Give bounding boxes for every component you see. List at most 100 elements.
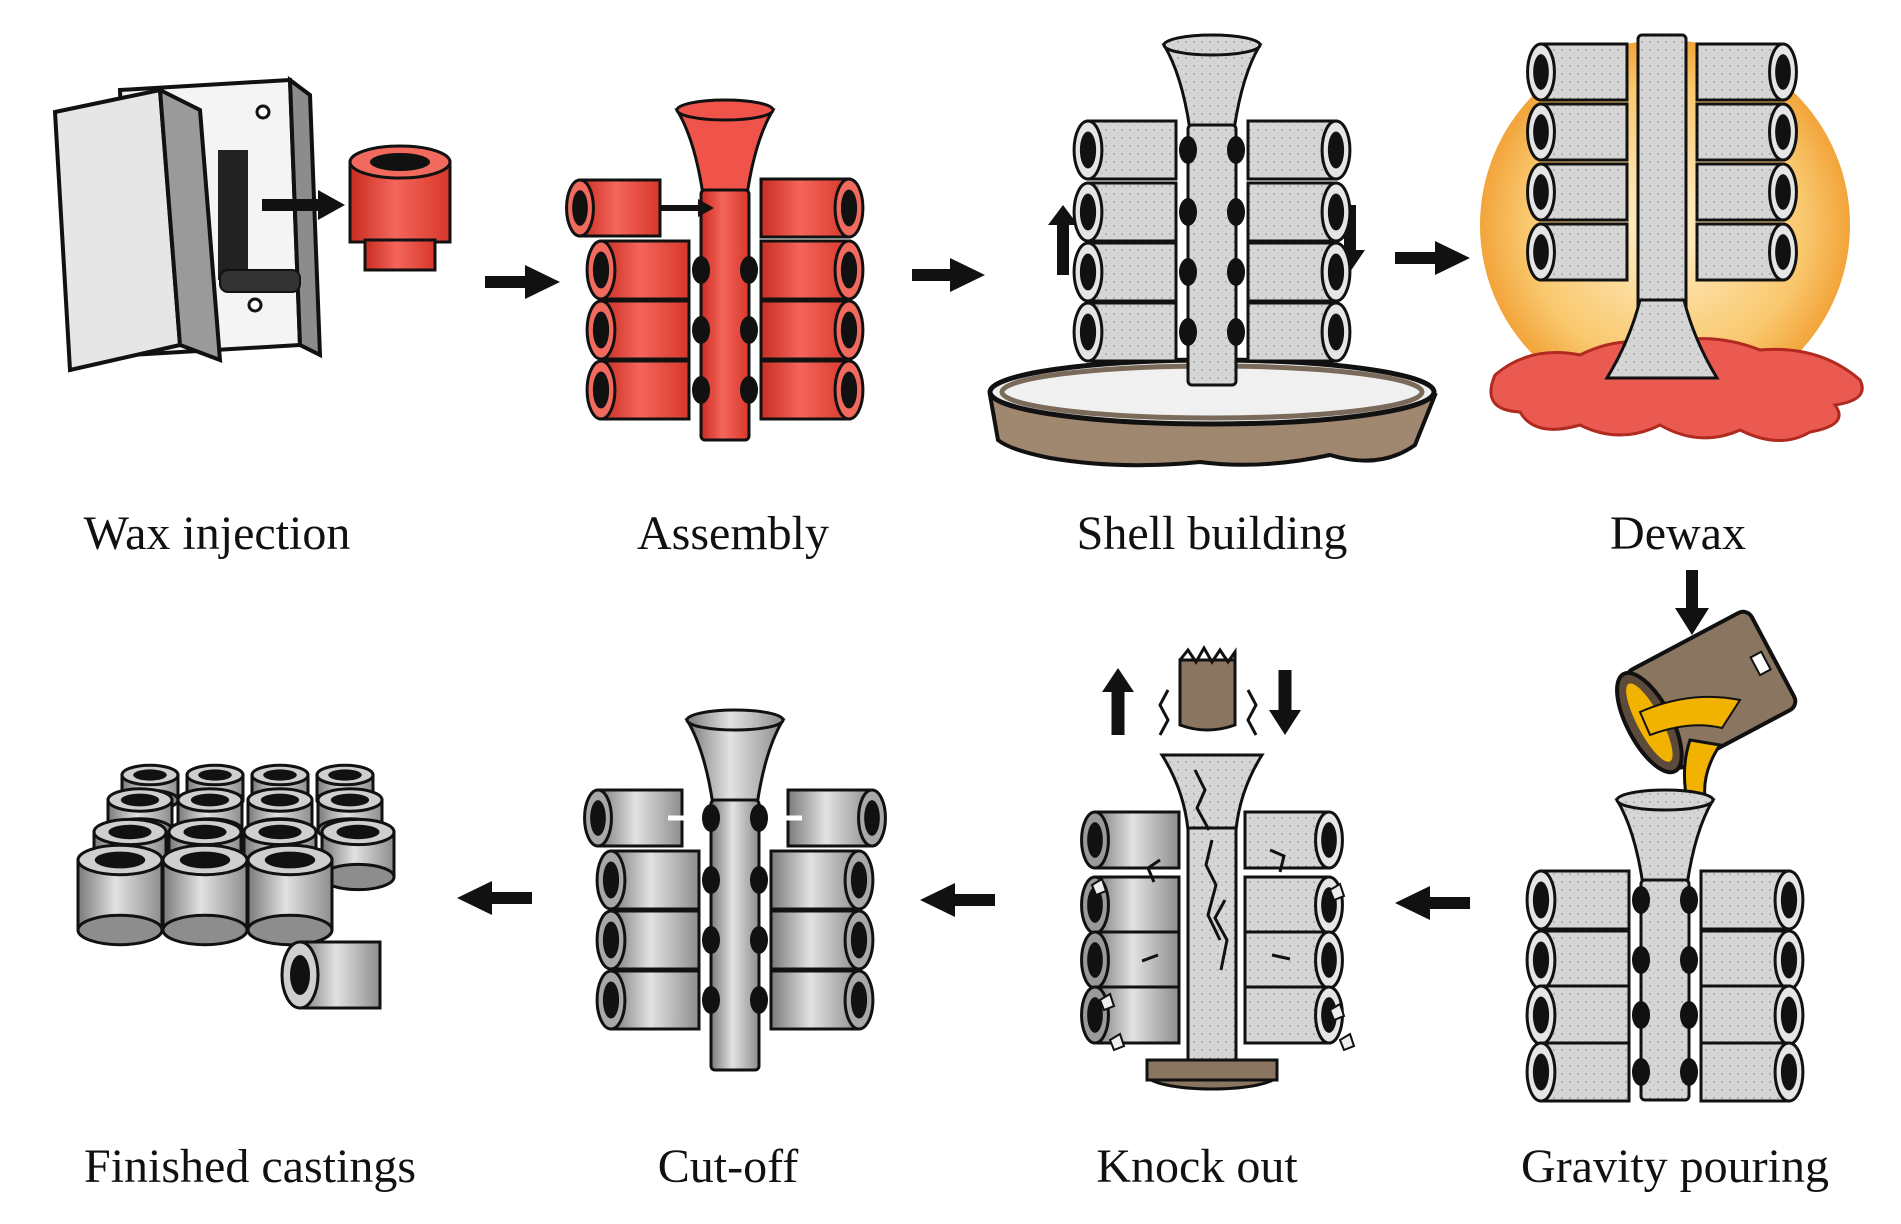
sprue xyxy=(1639,878,1691,1102)
pattern-left xyxy=(1525,1041,1631,1103)
step-label-dewax: Dewax xyxy=(1610,507,1746,560)
crack xyxy=(1269,848,1286,873)
pattern-left xyxy=(1072,301,1178,363)
pouring-cup xyxy=(674,108,776,197)
shell-left xyxy=(1526,42,1629,102)
pouring-cup xyxy=(1614,798,1716,887)
shell-right xyxy=(1243,930,1344,990)
pattern-being-attached xyxy=(565,178,662,238)
pouring-cup-rim xyxy=(675,98,775,122)
pattern-right xyxy=(769,969,875,1031)
shell-fragment xyxy=(1108,1032,1126,1052)
shell-fragment xyxy=(1090,877,1108,897)
pattern-left xyxy=(585,299,691,361)
crack xyxy=(1271,953,1291,961)
wax-injection-illustration xyxy=(52,75,452,373)
pattern-right xyxy=(1699,929,1805,991)
shell-right xyxy=(1695,42,1798,102)
crack xyxy=(1141,953,1159,963)
wax-pattern xyxy=(348,144,452,272)
attach-arrow-head xyxy=(698,199,714,217)
pattern-right xyxy=(759,239,865,301)
crack xyxy=(1146,858,1161,883)
step-label-cut-off: Cut-off xyxy=(657,1140,799,1193)
shell-left xyxy=(1526,102,1629,162)
flow-arrow xyxy=(920,883,995,917)
shell-right xyxy=(1243,875,1344,935)
crack xyxy=(1193,769,1211,831)
casting-left xyxy=(1080,985,1181,1045)
cut-off-illustration xyxy=(583,708,887,1072)
pattern-left xyxy=(1525,929,1631,991)
shell-fragment xyxy=(1328,882,1346,902)
pattern-right xyxy=(769,849,875,911)
step-label-assembly: Assembly xyxy=(637,507,829,560)
casting xyxy=(246,843,334,947)
pattern-right xyxy=(759,299,865,361)
pattern-right xyxy=(1246,301,1352,363)
step-label-shell-building: Shell building xyxy=(1076,507,1348,560)
dewax-illustration xyxy=(1480,33,1864,442)
pattern-left xyxy=(595,909,701,971)
step-label-finished-castings: Finished castings xyxy=(84,1140,416,1193)
pouring-cup-rim xyxy=(1162,33,1262,57)
pattern-left xyxy=(595,969,701,1031)
sprue xyxy=(1186,123,1238,387)
shell-right xyxy=(1243,810,1344,870)
casting xyxy=(320,817,396,892)
casting xyxy=(76,843,164,947)
shell-building-illustration xyxy=(987,33,1438,468)
pattern-right xyxy=(1699,984,1805,1046)
pattern-right xyxy=(759,177,865,239)
shell-right xyxy=(1695,162,1798,222)
pattern-left xyxy=(1072,181,1178,243)
pattern-left xyxy=(1072,241,1178,303)
shell-fragment xyxy=(1098,992,1116,1012)
sprue xyxy=(699,188,751,442)
shell-fragment xyxy=(1338,1032,1356,1052)
pattern-left xyxy=(1525,984,1631,1046)
pattern-left xyxy=(1072,119,1178,181)
pattern-left xyxy=(595,849,701,911)
flow-arrow xyxy=(457,881,532,915)
casting-cut-right xyxy=(786,788,887,848)
pattern-right xyxy=(769,909,875,971)
assembly-illustration xyxy=(565,98,865,442)
pattern-right xyxy=(759,359,865,421)
casting-left xyxy=(1080,930,1181,990)
casting-cut-left xyxy=(583,788,684,848)
flow-arrow xyxy=(485,265,560,299)
crack xyxy=(1204,839,1222,941)
flow-arrow xyxy=(1395,241,1470,275)
crack xyxy=(1213,899,1229,971)
casting-left xyxy=(1080,810,1181,870)
pattern-left xyxy=(1525,869,1631,931)
shell-fragment xyxy=(1328,1002,1346,1022)
pouring-cup xyxy=(684,718,786,807)
shell-left xyxy=(1526,162,1629,222)
pattern-right xyxy=(1699,1041,1805,1103)
step-label-knock-out: Knock out xyxy=(1096,1140,1298,1193)
pouring-cup-rim xyxy=(1615,788,1715,812)
shell-right xyxy=(1695,222,1798,282)
step-label-wax-injection: Wax injection xyxy=(83,507,351,560)
flow-arrow xyxy=(1395,886,1470,920)
pattern-right xyxy=(1699,869,1805,931)
gravity-pouring-illustration xyxy=(1525,570,1805,1103)
pouring-cup xyxy=(1604,298,1720,380)
pattern-left xyxy=(585,239,691,301)
pattern-right xyxy=(1246,241,1352,303)
flow-arrow xyxy=(912,258,985,292)
finished-castings-illustration xyxy=(76,763,396,1010)
pattern-left xyxy=(585,359,691,421)
sprue xyxy=(1186,826,1238,1062)
shell-right xyxy=(1695,102,1798,162)
step-label-gravity-pouring: Gravity pouring xyxy=(1521,1140,1829,1193)
pattern-right xyxy=(1246,119,1352,181)
shell-right xyxy=(1243,985,1344,1045)
pouring-cup xyxy=(1161,43,1263,132)
knock-out-illustration xyxy=(1080,644,1356,1091)
casting xyxy=(161,843,249,947)
pouring-cup-rim xyxy=(685,708,785,732)
